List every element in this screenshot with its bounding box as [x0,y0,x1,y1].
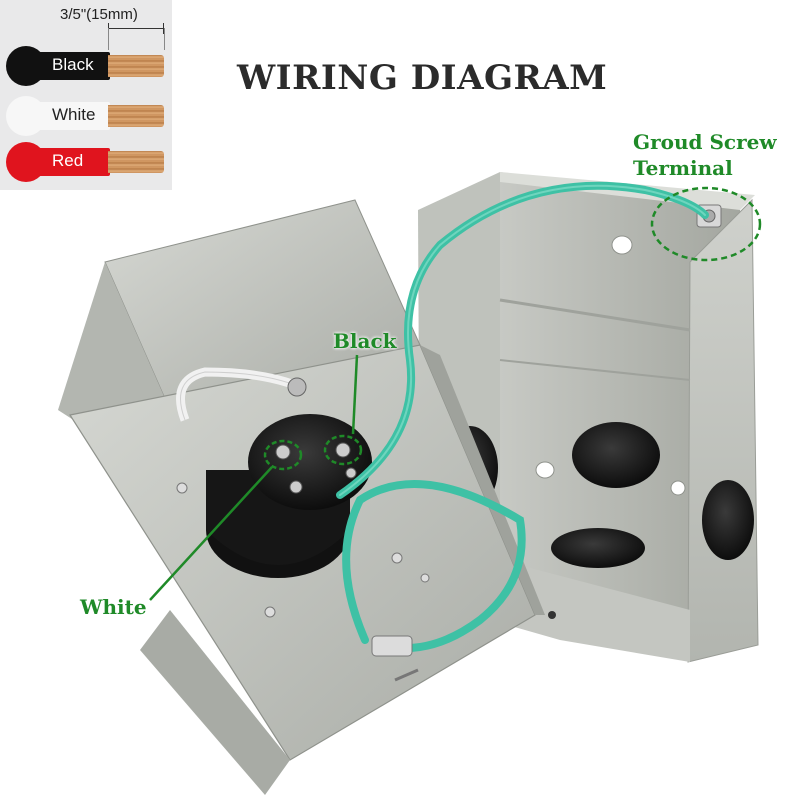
legend-wire-label: White [52,105,96,124]
strip-length-label: 3/5"(15mm) [60,6,138,23]
legend-wire-label: Black [52,55,94,74]
wire-jacket [26,148,110,176]
stripped-copper [108,151,164,173]
receptacle [206,414,372,578]
wire-strip-legend: 3/5"(15mm) Black White Red [0,0,172,190]
strip-length-dimension [108,23,164,34]
legend-wire-label: Red [52,151,84,170]
callout-ground-screw: Groud Screw Terminal [633,129,800,181]
legend-wire-black: Black [0,46,172,86]
stripped-copper [108,105,164,127]
wire-jacket [26,102,110,130]
ground-screw-marker [650,186,762,262]
ground-lug [371,635,413,657]
strip-guide-right [164,28,165,50]
ground-jumper-wire [342,480,526,653]
legend-wire-red: Red [0,142,172,182]
callout-white: White [80,595,147,619]
callout-ground-line2: Terminal [633,156,733,180]
page-title: WIRING DIAGRAM [237,58,608,98]
black-terminal-marker [323,434,363,466]
black-leader-line [351,354,359,435]
wire-jacket [26,52,110,80]
callout-black: Black [333,329,397,353]
callout-markers [149,186,762,601]
legend-wire-white: White [0,96,172,136]
strip-guide-left [108,28,109,50]
white-terminal-marker [263,439,303,471]
callout-ground-line1: Groud Screw [633,130,777,154]
stripped-copper [108,55,164,77]
white-leader-line [149,466,273,601]
